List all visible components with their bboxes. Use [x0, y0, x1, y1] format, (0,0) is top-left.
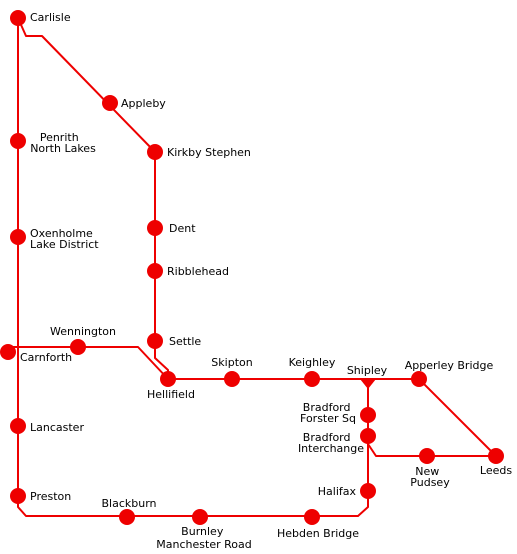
station-label-wennington: Wennington	[50, 325, 116, 338]
station-label-leeds: Leeds	[480, 464, 512, 477]
station-label-kirkby-stephen: Kirkby Stephen	[167, 146, 251, 159]
station-label-bradford-interchange: Bradford Interchange	[298, 431, 364, 455]
station-label-halifax: Halifax	[318, 485, 357, 498]
station-label-lancaster: Lancaster	[30, 421, 84, 434]
station-marker-burnley[interactable]	[192, 509, 208, 525]
station-marker-carlisle[interactable]	[10, 10, 26, 26]
station-label-hebden-bridge: Hebden Bridge	[277, 527, 359, 540]
station-marker-carnforth[interactable]	[0, 344, 16, 360]
station-marker-keighley[interactable]	[304, 371, 320, 387]
station-marker-penrith[interactable]	[10, 133, 26, 149]
station-label-preston: Preston	[30, 490, 71, 503]
station-marker-dent[interactable]	[147, 220, 163, 236]
station-label-ribblehead: Ribblehead	[167, 265, 229, 278]
rail-lines	[8, 17, 497, 517]
station-label-shipley: Shipley	[347, 364, 388, 377]
station-marker-halifax[interactable]	[360, 483, 376, 499]
station-label-appleby: Appleby	[121, 97, 166, 110]
station-marker-oxenholme[interactable]	[10, 229, 26, 245]
station-label-burnley: Burnley Manchester Road	[156, 525, 251, 551]
station-marker-settle[interactable]	[147, 333, 163, 349]
station-marker-bradford-forster-sq[interactable]	[360, 407, 376, 423]
station-marker-skipton[interactable]	[224, 371, 240, 387]
station-label-blackburn: Blackburn	[101, 497, 156, 510]
line-bradford-leeds	[367, 443, 496, 457]
station-label-skipton: Skipton	[211, 356, 252, 369]
station-marker-kirkby-stephen[interactable]	[147, 144, 163, 160]
station-marker-shipley[interactable]	[360, 379, 376, 389]
station-label-keighley: Keighley	[289, 356, 336, 369]
station-marker-preston[interactable]	[10, 488, 26, 504]
station-marker-wennington[interactable]	[70, 339, 86, 355]
station-marker-blackburn[interactable]	[119, 509, 135, 525]
station-label-new-pudsey: New Pudsey	[410, 465, 450, 489]
station-label-carlisle: Carlisle	[30, 11, 71, 24]
station-label-settle: Settle	[169, 335, 201, 348]
station-marker-new-pudsey[interactable]	[419, 448, 435, 464]
station-marker-appleby[interactable]	[102, 95, 118, 111]
station-marker-apperley-bridge[interactable]	[411, 371, 427, 387]
station-label-oxenholme: Oxenholme Lake District	[30, 227, 99, 251]
station-marker-leeds[interactable]	[488, 448, 504, 464]
station-marker-ribblehead[interactable]	[147, 263, 163, 279]
station-marker-hebden-bridge[interactable]	[304, 509, 320, 525]
station-label-hellifield: Hellifield	[147, 388, 195, 401]
station-label-dent: Dent	[169, 222, 196, 235]
station-labels: Carlisle Appleby Penrith North Lakes Kir…	[20, 11, 512, 551]
station-marker-hellifield[interactable]	[160, 371, 176, 387]
station-label-apperley-bridge: Apperley Bridge	[405, 359, 494, 372]
station-label-bradford-forster-sq: Bradford Forster Sq	[300, 401, 356, 425]
station-label-carnforth: Carnforth	[20, 351, 72, 364]
station-markers	[0, 10, 504, 525]
station-marker-lancaster[interactable]	[10, 418, 26, 434]
station-label-penrith: Penrith North Lakes	[30, 131, 96, 155]
station-marker-bradford-interchange[interactable]	[360, 428, 376, 444]
